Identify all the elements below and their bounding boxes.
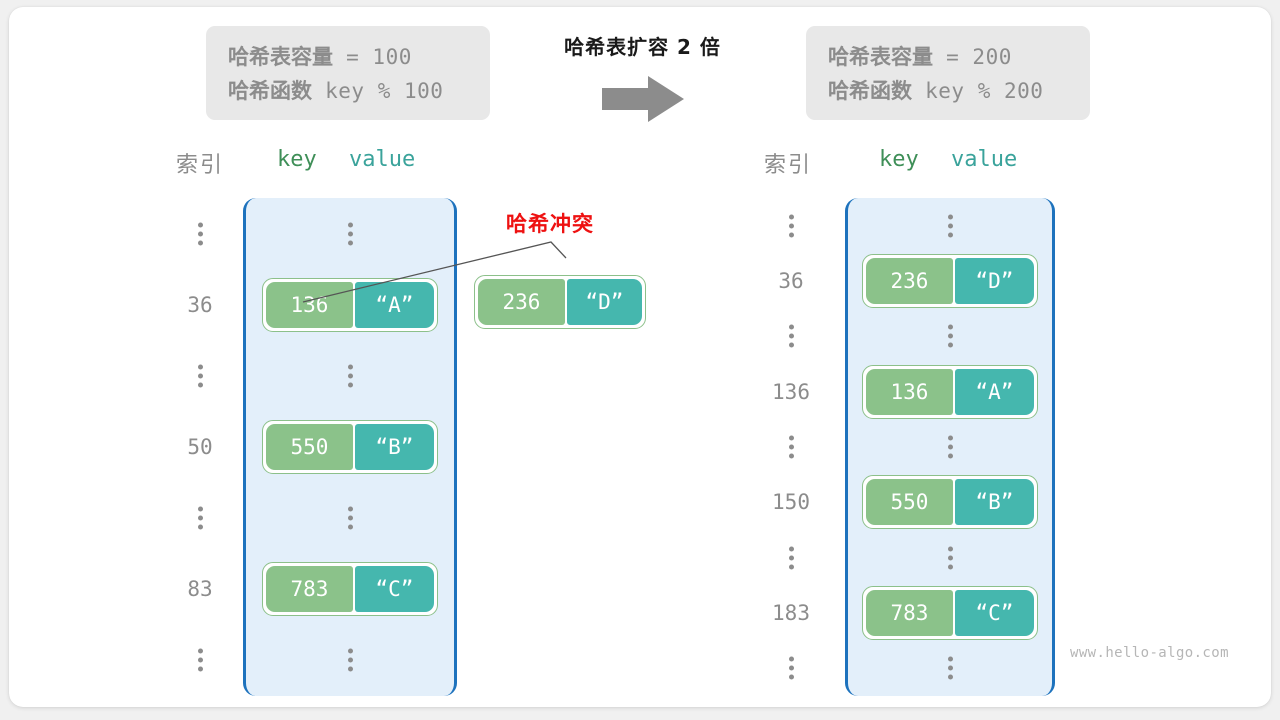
after-entry-value: “A” xyxy=(954,368,1034,415)
before-bucket-ellipsis xyxy=(246,364,454,388)
after-entry-pair: 236“D” xyxy=(862,254,1038,308)
floating-pair-key: 236 xyxy=(478,279,565,325)
before-index-label: 50 xyxy=(187,435,213,459)
after-capacity-line: 哈希表容量 = 200 xyxy=(828,40,1068,74)
after-index-ellipsis xyxy=(760,435,822,459)
after-header-index: 索引 xyxy=(763,153,812,178)
before-index-ellipsis xyxy=(172,364,228,388)
before-index-ellipsis xyxy=(172,222,228,246)
after-index-column: 36 136 150 183 xyxy=(760,198,822,696)
before-entry-pair: 783“C” xyxy=(262,562,438,617)
before-header-value: value xyxy=(349,147,416,172)
after-hashfn-line: 哈希函数 key % 200 xyxy=(828,74,1068,108)
collision-connector-lines xyxy=(302,241,567,303)
before-config-box: 哈希表容量 = 100 哈希函数 key % 100 xyxy=(206,26,490,120)
after-entry-value: “B” xyxy=(954,479,1034,526)
after-header-value: value xyxy=(951,147,1018,172)
floating-collision-pair: 236 “D” xyxy=(474,275,646,329)
before-bucket-ellipsis xyxy=(246,222,454,246)
before-bucket-column: 136“A” 550“B” 783“C” xyxy=(243,198,457,696)
right-arrow-icon xyxy=(602,76,684,122)
after-config-box: 哈希表容量 = 200 哈希函数 key % 200 xyxy=(806,26,1090,120)
after-entry-pair: 783“C” xyxy=(862,586,1038,640)
before-entry-pair: 136“A” xyxy=(262,277,438,332)
before-capacity-value: = 100 xyxy=(333,45,412,69)
after-entry-pair: 550“B” xyxy=(862,475,1038,530)
before-entry-key: 136 xyxy=(266,281,353,328)
after-bucket-ellipsis xyxy=(848,435,1052,459)
after-capacity-label: 哈希表容量 xyxy=(828,45,933,69)
after-hashfn-label: 哈希函数 xyxy=(828,79,912,103)
after-entry-value: “D” xyxy=(954,258,1034,304)
before-header-key: key xyxy=(277,147,317,172)
before-entry-pair: 550“B” xyxy=(262,420,438,474)
after-index-ellipsis xyxy=(760,546,822,570)
watermark: www.hello-algo.com xyxy=(1070,645,1229,661)
before-hashfn-value: key % 100 xyxy=(312,79,444,103)
before-index-label: 83 xyxy=(187,577,213,602)
after-hashfn-value: key % 200 xyxy=(912,79,1044,103)
after-index-label: 150 xyxy=(772,490,810,515)
after-header-key: key xyxy=(879,147,919,172)
after-index-label: 136 xyxy=(772,379,810,404)
after-index-ellipsis xyxy=(760,324,822,348)
after-entry-key: 136 xyxy=(866,368,953,415)
before-bucket-ellipsis xyxy=(246,506,454,530)
before-index-column: 36 50 83 xyxy=(172,198,228,696)
before-entry-value: “C” xyxy=(354,566,434,613)
before-entry-key: 783 xyxy=(266,566,353,613)
after-index-label: 36 xyxy=(778,269,804,293)
before-capacity-label: 哈希表容量 xyxy=(228,45,333,69)
after-index-ellipsis xyxy=(760,656,822,680)
after-bucket-ellipsis xyxy=(848,656,1052,680)
after-index-label: 183 xyxy=(772,601,810,625)
before-entry-key: 550 xyxy=(266,424,353,470)
before-entry-value: “A” xyxy=(354,281,434,328)
diagram-frame xyxy=(9,7,1271,707)
after-entry-key: 236 xyxy=(866,258,953,304)
after-bucket-ellipsis xyxy=(848,214,1052,238)
before-hashfn-label: 哈希函数 xyxy=(228,79,312,103)
before-index-ellipsis xyxy=(172,648,228,672)
after-entry-key: 550 xyxy=(866,479,953,526)
collision-label: 哈希冲突 xyxy=(506,212,594,236)
before-hashfn-line: 哈希函数 key % 100 xyxy=(228,74,468,108)
before-entry-value: “B” xyxy=(354,424,434,470)
after-entry-key: 783 xyxy=(866,590,953,636)
transition-title: 哈希表扩容 2 倍 xyxy=(564,35,721,59)
after-bucket-ellipsis xyxy=(848,324,1052,348)
after-index-ellipsis xyxy=(760,214,822,238)
after-capacity-value: = 200 xyxy=(933,45,1012,69)
after-entry-pair: 136“A” xyxy=(862,364,1038,419)
before-header-index: 索引 xyxy=(175,153,224,178)
after-entry-value: “C” xyxy=(954,590,1034,636)
before-index-ellipsis xyxy=(172,506,228,530)
before-index-label: 36 xyxy=(187,292,213,317)
after-bucket-column: 236“D” 136“A” 550“B” 783“C” xyxy=(845,198,1055,696)
floating-pair-value: “D” xyxy=(566,279,642,325)
before-capacity-line: 哈希表容量 = 100 xyxy=(228,40,468,74)
after-bucket-ellipsis xyxy=(848,546,1052,570)
before-bucket-ellipsis xyxy=(246,648,454,672)
